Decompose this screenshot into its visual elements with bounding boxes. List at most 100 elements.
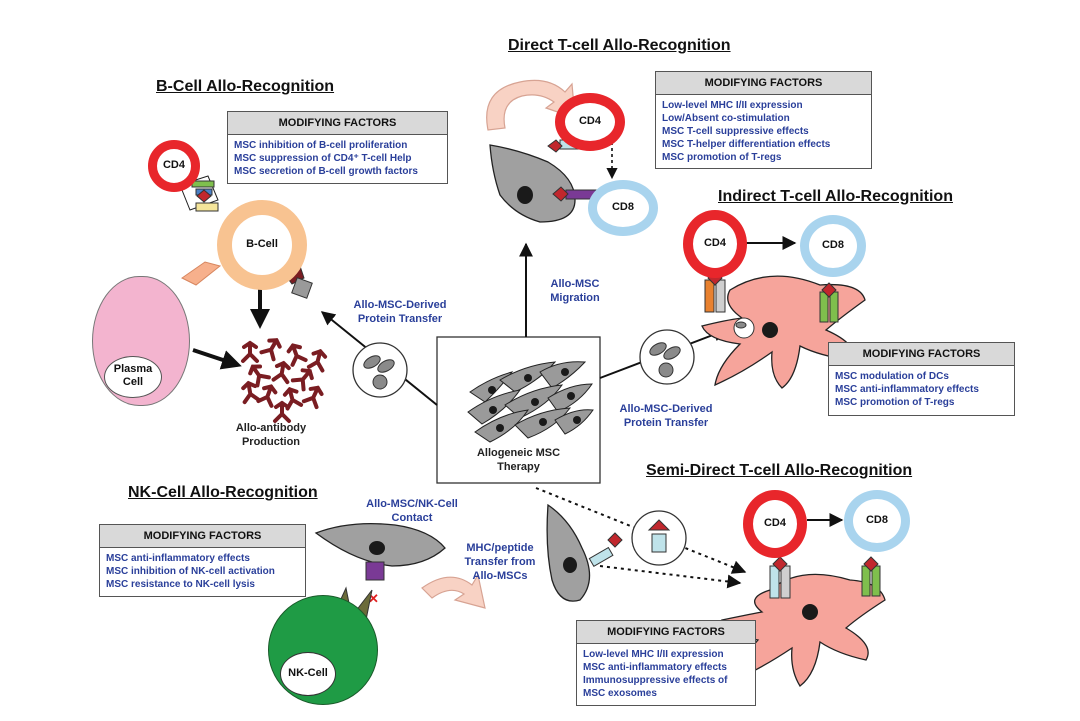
label-line: Protein Transfer [357, 313, 443, 325]
semi-direct-section-title: Semi-Direct T-cell Allo-Recognition [646, 462, 913, 479]
antibody-glyph [286, 343, 308, 367]
factor-item: Low-level MHC I/II expression [583, 649, 724, 660]
label-line: Contact [391, 512, 433, 524]
indirect-factors-box: MODIFYING FACTORS MSC modulation of DCs … [828, 342, 1015, 416]
cd4-cell-direct [555, 93, 625, 151]
transfer-circle-left [352, 342, 408, 398]
allo-antibody-line1: Allo-antibody [235, 422, 307, 434]
factor-item: Immunosuppressive effects of [583, 675, 728, 686]
b-cell-factors-box: MODIFYING FACTORS MSC inhibition of B-ce… [227, 111, 448, 184]
nk-contact-label: Allo-MSC/NK-Cell Contact [357, 497, 467, 525]
factor-item: MSC anti-inflammatory effects [106, 553, 250, 564]
arrow-to-plasma [181, 261, 222, 286]
cd4-label-direct: CD4 [578, 115, 601, 127]
factor-item: MSC resistance to NK-cell lysis [106, 579, 255, 590]
antibody-glyph [241, 380, 261, 405]
factor-item: MSC anti-inflammatory effects [583, 662, 727, 673]
cd4-cell-semi [743, 490, 807, 558]
center-line1: Allogeneic MSC [476, 447, 561, 459]
nk-section-title: NK-Cell Allo-Recognition [128, 484, 318, 501]
direct-panel-graphics [486, 79, 618, 223]
center-msc-box [436, 336, 601, 484]
factor-item: MSC secretion of B-cell growth factors [234, 166, 418, 177]
antibody-glyph [273, 400, 291, 423]
direct-factors-box: MODIFYING FACTORS Low-level MHC I/II exp… [655, 71, 872, 169]
cd4-label-indirect: CD4 [703, 237, 726, 249]
factor-item: MSC exosomes [583, 688, 657, 699]
nk-cell-label: NK-Cell [288, 667, 328, 679]
msc-semi-direct [546, 503, 591, 602]
antibody-glyph [290, 368, 314, 392]
label-line: Allo-MSC-Derived [353, 299, 447, 311]
center-label: Allogeneic MSC Therapy [437, 446, 600, 474]
factor-item: MSC inhibition of NK-cell activation [106, 566, 275, 577]
cd8-cell-semi [844, 490, 910, 552]
b-cell-factor-list: MSC inhibition of B-cell proliferation M… [228, 135, 447, 182]
cd8-cell-indirect [800, 215, 866, 277]
label-line: Allo-MSC-Derived [619, 403, 713, 415]
factor-item: Low-level MHC I/II expression [662, 100, 803, 111]
cd8-label-indirect: CD8 [821, 239, 844, 251]
transfer-circle-semi [631, 510, 687, 566]
cd4-label-bcell: CD4 [162, 159, 185, 171]
antibody-glyph [306, 348, 328, 373]
indirect-factors-title: MODIFYING FACTORS [829, 343, 1014, 366]
plasma-label-line1: Plasma [113, 363, 153, 375]
b-cell-section-title: B-Cell Allo-Recognition [156, 78, 335, 95]
curved-arrow-nk [421, 573, 486, 609]
direct-factor-list: Low-level MHC I/II expression Low/Absent… [656, 95, 871, 168]
cd4-label-semi: CD4 [763, 517, 786, 529]
antibody-glyph [241, 340, 259, 363]
b-cell-label: B-Cell [246, 238, 278, 250]
semi-direct-factor-list: Low-level MHC I/II expression MSC anti-i… [577, 644, 755, 704]
cd8-label-semi: CD8 [865, 514, 888, 526]
antibody-glyph [301, 385, 324, 410]
factor-item: MSC anti-inflammatory effects [835, 384, 979, 395]
b-cell-factors-title: MODIFYING FACTORS [228, 112, 447, 135]
plasma-nucleus [104, 356, 162, 398]
transfer-circle-right [639, 329, 695, 385]
semi-direct-factors-title: MODIFYING FACTORS [577, 621, 755, 644]
cd4-cell-indirect [683, 210, 747, 278]
factor-item: MSC promotion of T-regs [662, 152, 782, 163]
plasma-cell-label: Plasma Cell [104, 363, 162, 389]
center-line2: Therapy [497, 461, 540, 473]
factor-item: MSC modulation of DCs [835, 371, 949, 382]
antibody-glyph [248, 364, 271, 388]
antibody-glyph [282, 386, 304, 411]
antibody-cluster [241, 338, 328, 423]
direct-factors-title: MODIFYING FACTORS [656, 72, 871, 95]
factor-item: MSC T-cell suppressive effects [662, 126, 809, 137]
indirect-panel-graphics [701, 236, 866, 389]
factor-item: MSC suppression of CD4⁺ T-cell Help [234, 153, 412, 164]
nk-factors-box: MODIFYING FACTORS MSC anti-inflammatory … [99, 524, 306, 597]
factor-item: MSC inhibition of B-cell proliferation [234, 140, 408, 151]
label-line: Allo-MSC/NK-Cell [366, 498, 458, 510]
msc-direct [489, 144, 576, 223]
svg-text:✕: ✕ [368, 591, 379, 606]
label-line: MHC/peptide [466, 542, 534, 554]
nk-factors-title: MODIFYING FACTORS [100, 525, 305, 548]
allo-antibody-label: Allo-antibody Production [226, 421, 316, 449]
semi-direct-panel-graphics [546, 503, 886, 687]
indirect-section-title: Indirect T-cell Allo-Recognition [718, 188, 953, 205]
nk-factor-list: MSC anti-inflammatory effects MSC inhibi… [100, 548, 305, 595]
label-line: Transfer from [464, 556, 536, 568]
factor-item: MSC promotion of T-regs [835, 397, 955, 408]
cd4-cell-bcell [148, 140, 200, 192]
plasma-label-line2: Cell [122, 376, 144, 388]
direct-section-title: Direct T-cell Allo-Recognition [508, 37, 731, 54]
protein-transfer-left-label: Allo-MSC-Derived Protein Transfer [340, 298, 460, 326]
nk-nucleus [280, 652, 336, 696]
semi-direct-factors-box: MODIFYING FACTORS Low-level MHC I/II exp… [576, 620, 756, 706]
antibody-glyph [271, 360, 291, 385]
antibody-glyph [259, 338, 282, 362]
protein-transfer-right-label: Allo-MSC-Derived Protein Transfer [606, 402, 726, 430]
label-line: Allo-MSC [550, 278, 600, 290]
label-line: Protein Transfer [623, 417, 709, 429]
migration-label: Allo-MSC Migration [530, 277, 620, 305]
label-line: Allo-MSCs [472, 570, 528, 582]
mhc-transfer-label: MHC/peptide Transfer from Allo-MSCs [455, 541, 545, 583]
